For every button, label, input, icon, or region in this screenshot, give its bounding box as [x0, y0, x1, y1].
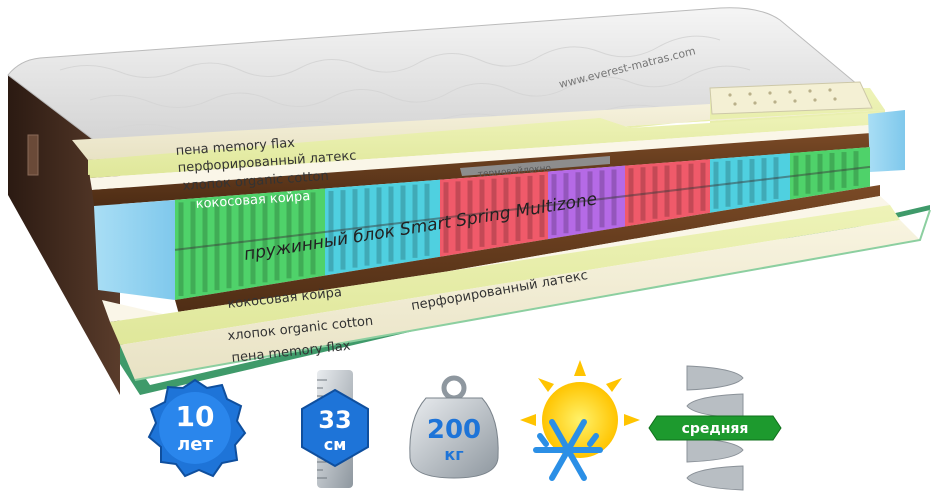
spring-zone [548, 165, 625, 240]
spring-zone [625, 159, 710, 227]
warranty-number: 10 [176, 400, 215, 433]
mattress-quilted-top [7, 7, 872, 161]
side-label-tag [27, 134, 39, 176]
latex-insert [709, 81, 873, 115]
layer-coconut-coir-bottom [175, 185, 880, 318]
height-unit: см [324, 435, 347, 454]
spring-zone [790, 147, 870, 200]
warranty-unit: лет [177, 434, 213, 455]
layer-perforated-latex-bottom [110, 205, 900, 345]
load-unit: кг [444, 445, 463, 464]
side-foam-right [868, 110, 905, 172]
layer-organic-cotton-bottom [102, 196, 890, 322]
spring-icon [686, 365, 744, 491]
height-badge: 33 см [301, 370, 369, 488]
spring-zone [325, 179, 440, 276]
layer-memory-foam-bottom [120, 220, 920, 380]
height-number: 33 [318, 406, 351, 434]
firmness-label: средняя [682, 421, 749, 437]
mattress: www.everest-matras.com термовойло [7, 7, 931, 395]
sun-snowflake-icon [520, 360, 640, 481]
spring-zone [710, 153, 790, 213]
layer-organic-cotton-top [90, 124, 885, 190]
spring-block [174, 147, 871, 300]
warranty-badge-icon: 10 лет [147, 378, 247, 478]
side-foam-left [94, 200, 175, 300]
weight-icon: 200 кг [409, 375, 499, 479]
thermo-felt [460, 156, 610, 176]
spring-zone [440, 171, 548, 257]
layer-memory-foam-top [72, 95, 885, 160]
firmness-badge: средняя [648, 365, 782, 491]
load-number: 200 [427, 415, 481, 445]
spring-zone [175, 188, 325, 300]
spring-seam [174, 165, 871, 251]
